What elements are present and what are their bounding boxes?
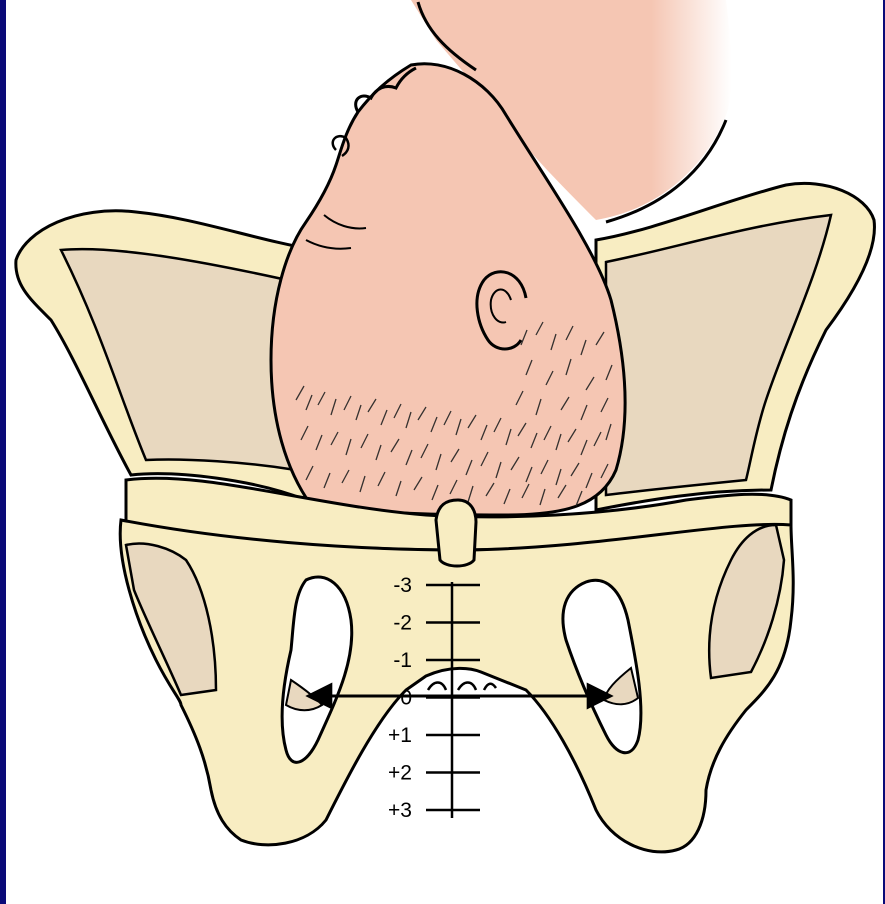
station-label: 0	[400, 687, 412, 710]
station-label: -2	[393, 612, 412, 635]
anterior-pelvis	[120, 478, 793, 852]
station-label: +1	[388, 724, 412, 747]
pelvis-fetal-station-illustration: -3 -2 -1 0 +1 +2 +3	[6, 0, 883, 904]
station-label: +3	[388, 799, 412, 822]
station-label: +2	[388, 762, 412, 785]
station-label: -1	[393, 649, 412, 672]
station-label: -3	[393, 574, 412, 597]
right-iliac-wing	[596, 183, 874, 510]
figure-panel: -3 -2 -1 0 +1 +2 +3	[6, 0, 883, 904]
